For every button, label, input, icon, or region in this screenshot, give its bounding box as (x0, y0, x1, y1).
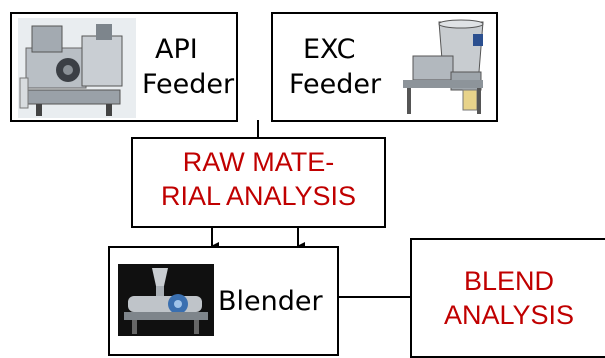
api-feeder-label-line1: API (155, 34, 198, 65)
blend-analysis-line2: ANALYSIS (443, 300, 575, 330)
raw-material-analysis-line2: RIAL ANALYSIS (160, 181, 357, 211)
raw-material-analysis-line1: RAW MATE- (182, 147, 335, 177)
exc-feeder-label-line2: Feeder (289, 69, 382, 100)
blender-box: Blender (108, 246, 339, 356)
exc-feeder-box: EXC Feeder (271, 12, 498, 122)
blend-analysis-line1: BLEND (463, 266, 555, 296)
blend-analysis-box: BLEND ANALYSIS (410, 238, 605, 358)
blender-machine-photo-icon (118, 264, 214, 336)
raw-material-analysis-box: RAW MATE- RIAL ANALYSIS (131, 137, 386, 228)
exc-feeder-label-line1: EXC (303, 34, 356, 65)
blender-label: Blender (218, 286, 323, 317)
api-feeder-machine-photo-icon (18, 18, 136, 118)
api-feeder-box: API Feeder (10, 12, 238, 122)
exc-feeder-machine-photo-icon (393, 16, 495, 120)
connector-lines (211, 120, 412, 298)
api-feeder-label-line2: Feeder (142, 69, 235, 100)
